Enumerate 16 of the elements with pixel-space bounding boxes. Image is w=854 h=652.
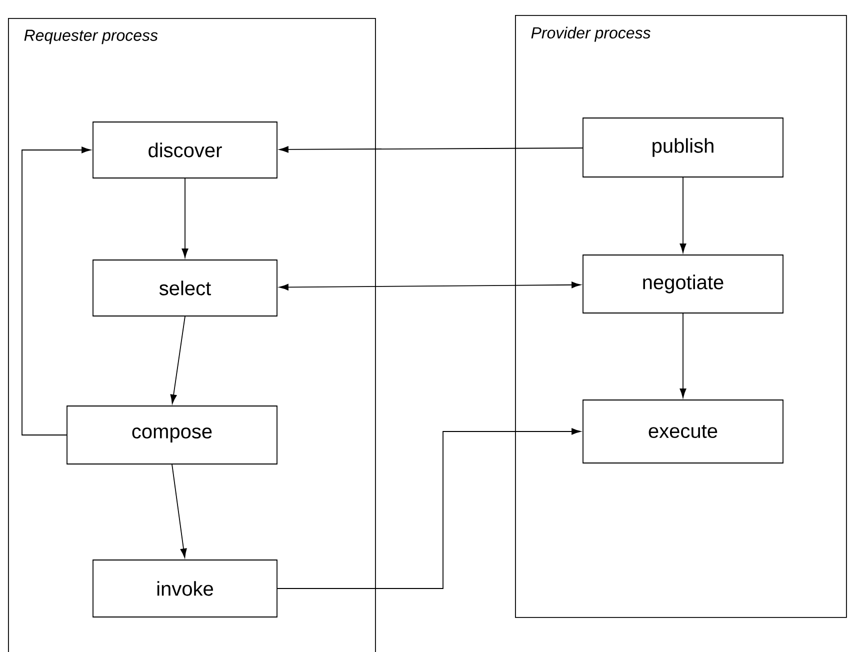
process-box: negotiate — [582, 254, 784, 314]
process-box: publish — [582, 118, 784, 178]
arrow — [279, 282, 581, 290]
arrow — [680, 177, 686, 253]
arrow — [182, 178, 188, 258]
arrow — [172, 464, 187, 558]
process-box: discover — [92, 122, 278, 178]
arrow — [170, 316, 186, 404]
arrow — [279, 146, 583, 153]
arrow — [277, 428, 581, 589]
arrow — [22, 146, 91, 436]
process-box: compose — [66, 406, 278, 464]
process-box: execute — [582, 400, 784, 464]
process-box: invoke — [92, 560, 278, 618]
arrow — [680, 313, 686, 398]
process-box: select — [92, 260, 278, 316]
